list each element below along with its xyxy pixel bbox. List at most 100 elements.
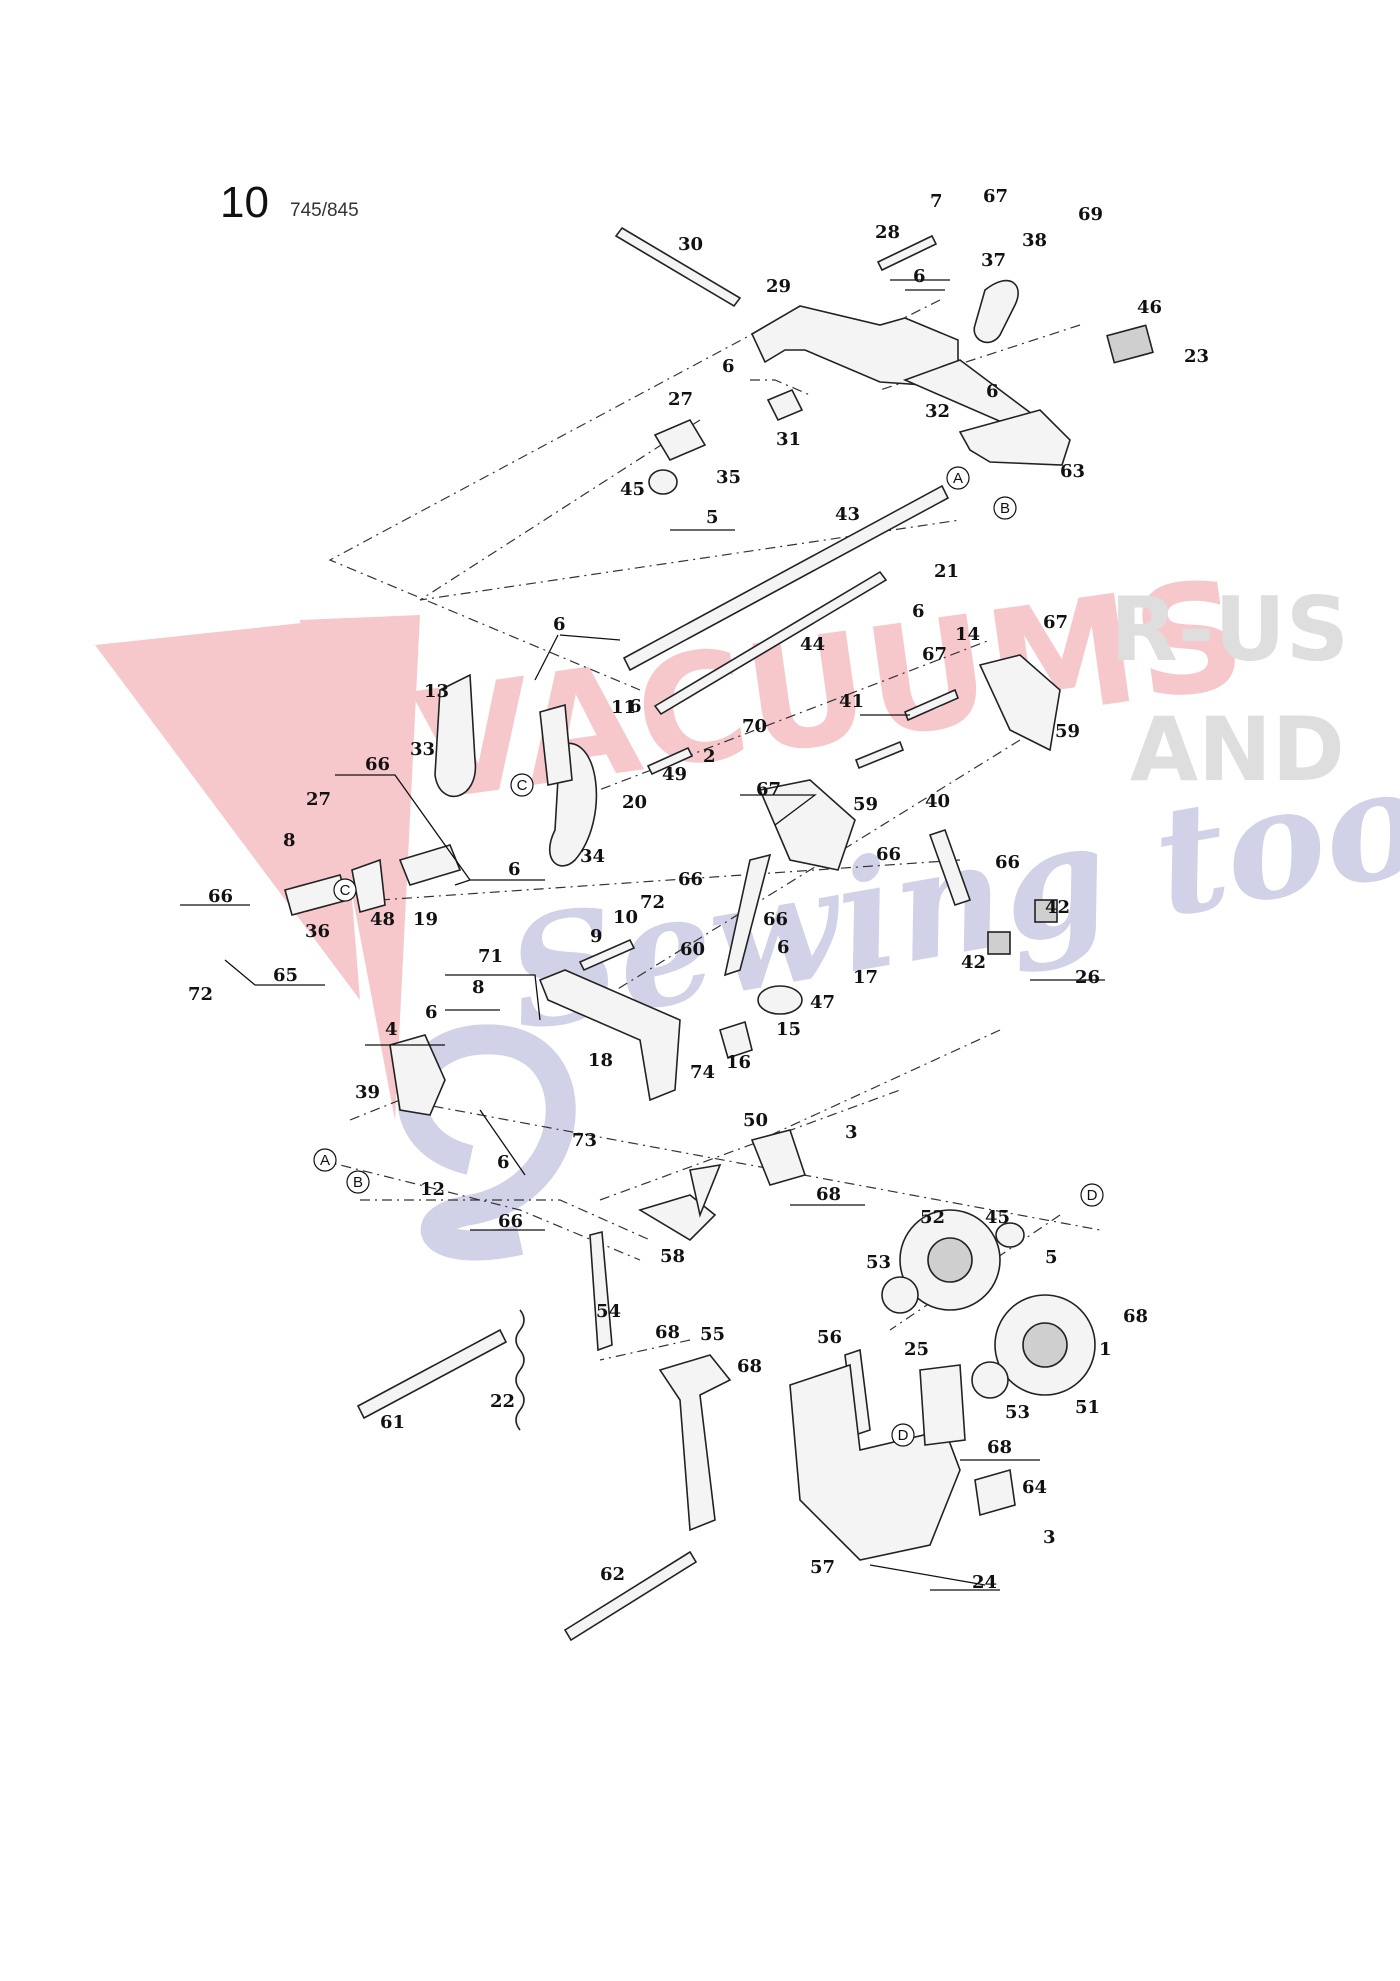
callout-61: 61 <box>380 1412 405 1433</box>
watermark-side-middle: AND <box>1130 698 1345 801</box>
callout-66a: 66 <box>365 754 390 775</box>
callout-72b: 72 <box>188 984 213 1005</box>
callout-44: 44 <box>800 634 825 655</box>
callout-40: 40 <box>925 791 950 812</box>
plate-42a <box>1034 899 1058 923</box>
callouts: 1 2 3 3 4 5 5 6 6 6 6 6 6 6 6 6 6 7 8 8 … <box>188 186 1209 1593</box>
callout-6c: 6 <box>986 381 999 402</box>
callout-68b: 68 <box>655 1322 680 1343</box>
callout-6j: 6 <box>497 1152 510 1173</box>
callout-67a: 67 <box>983 186 1008 207</box>
pin-9 <box>578 938 636 972</box>
callout-14: 14 <box>955 624 980 645</box>
ref-letter: D <box>1087 1187 1098 1204</box>
ref-letter: A <box>320 1152 330 1169</box>
callout-66f: 66 <box>763 909 788 930</box>
page-number: 10 <box>220 178 269 227</box>
callout-12: 12 <box>420 1179 445 1200</box>
callout-54: 54 <box>596 1301 621 1322</box>
gears <box>881 1209 1096 1399</box>
spring-22 <box>515 1309 525 1431</box>
callout-55: 55 <box>700 1324 725 1345</box>
callout-6d: 6 <box>553 614 566 635</box>
callout-24: 24 <box>972 1572 997 1593</box>
callout-16: 16 <box>726 1052 751 1073</box>
callout-20: 20 <box>622 792 647 813</box>
callout-2: 2 <box>703 746 716 767</box>
callout-4: 4 <box>385 1019 398 1040</box>
plate-64 <box>974 1468 1016 1517</box>
callout-33: 33 <box>410 739 435 760</box>
ref-marker-b-top: B <box>993 496 1017 520</box>
callout-10: 10 <box>613 907 638 928</box>
callout-19: 19 <box>413 909 438 930</box>
callout-22: 22 <box>490 1391 515 1412</box>
sector-59a <box>758 779 856 871</box>
callout-50: 50 <box>743 1110 768 1131</box>
callout-18: 18 <box>588 1050 613 1071</box>
callout-13: 13 <box>424 681 449 702</box>
link-48 <box>351 858 386 914</box>
callout-45b: 45 <box>985 1207 1010 1228</box>
callout-66g: 66 <box>498 1211 523 1232</box>
callout-69: 69 <box>1078 204 1103 225</box>
callout-74: 74 <box>690 1062 715 1083</box>
callout-53b: 53 <box>1005 1402 1030 1423</box>
callout-47: 47 <box>810 992 835 1013</box>
callout-67c: 67 <box>1043 612 1068 633</box>
callout-6a: 6 <box>913 266 926 287</box>
callout-27b: 27 <box>306 789 331 810</box>
callout-46: 46 <box>1137 297 1162 318</box>
ref-marker-d-bottom: D <box>891 1423 915 1447</box>
callout-67d: 67 <box>756 779 781 800</box>
shaft-30 <box>614 226 742 308</box>
callout-45a: 45 <box>620 479 645 500</box>
ref-marker-c-left: C <box>333 878 357 902</box>
callout-35: 35 <box>716 467 741 488</box>
callout-68c: 68 <box>737 1356 762 1377</box>
link-35 <box>653 418 707 462</box>
shaft-61 <box>356 1328 508 1420</box>
ref-letter: C <box>340 882 351 899</box>
callout-6i: 6 <box>425 1002 438 1023</box>
callout-42b: 42 <box>961 952 986 973</box>
frame-57 <box>789 1363 961 1561</box>
shaft-43 <box>622 484 950 672</box>
callout-27a: 27 <box>668 389 693 410</box>
model-number: 745/845 <box>290 200 359 221</box>
callout-71: 71 <box>478 946 503 967</box>
callout-70: 70 <box>742 716 767 737</box>
callout-66c: 66 <box>678 869 703 890</box>
frame-18 <box>538 969 681 1102</box>
plate-d <box>919 1364 966 1446</box>
watermark-side-top: R-US <box>1110 578 1349 681</box>
callout-32: 32 <box>925 401 950 422</box>
ref-letter: D <box>898 1427 909 1444</box>
bracket-58b <box>689 1163 722 1218</box>
callout-30: 30 <box>678 234 703 255</box>
ref-marker-b-bottom: B <box>346 1170 370 1194</box>
callout-51: 51 <box>1075 1397 1100 1418</box>
pin-49 <box>646 746 694 776</box>
callout-15: 15 <box>776 1019 801 1040</box>
callout-8b: 8 <box>472 977 485 998</box>
lever-lower-33 <box>539 703 573 786</box>
callout-3b: 3 <box>1043 1527 1056 1548</box>
callout-56: 56 <box>817 1327 842 1348</box>
pin-41a <box>903 688 960 722</box>
callout-65: 65 <box>273 965 298 986</box>
gear-53b <box>971 1361 1009 1399</box>
callout-17: 17 <box>853 967 878 988</box>
callout-62: 62 <box>600 1564 625 1585</box>
lever-16 <box>719 1020 753 1060</box>
callout-52: 52 <box>920 1207 945 1228</box>
callout-72a: 72 <box>640 892 665 913</box>
pin-41b <box>854 740 905 770</box>
callout-6b: 6 <box>722 356 735 377</box>
ref-marker-a-top: A <box>946 466 970 490</box>
callout-6h: 6 <box>777 937 790 958</box>
callout-6g: 6 <box>508 859 521 880</box>
callout-7: 7 <box>930 191 943 212</box>
link-58 <box>638 1194 717 1242</box>
